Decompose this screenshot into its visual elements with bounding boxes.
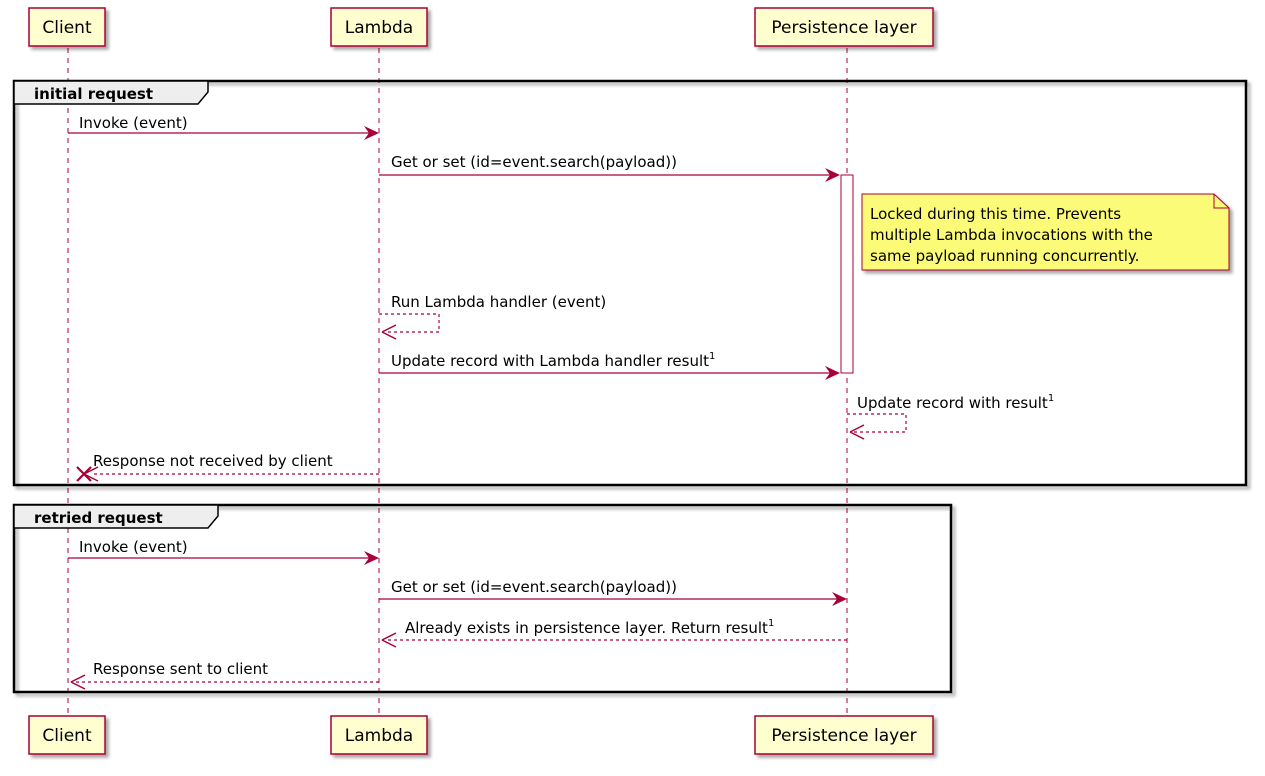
- message-run-handler: Run Lambda handler (event): [379, 293, 606, 340]
- group-frame: [12, 79, 1248, 487]
- lost-message-cross-icon: [76, 466, 92, 482]
- activation-bar: [840, 174, 854, 374]
- message-label: Update record with result1: [857, 393, 1054, 412]
- footnote-marker: 1: [1048, 393, 1054, 404]
- arrow-head: [364, 126, 379, 140]
- group-retried-request: retried request: [12, 503, 953, 694]
- group-label-tab: [13, 504, 219, 529]
- message-label: Response not received by client: [93, 452, 333, 470]
- arrow-head: [70, 674, 86, 690]
- arrow-head: [381, 324, 397, 340]
- group-label: initial request: [34, 85, 153, 103]
- footnote-marker: 1: [709, 351, 715, 362]
- message-label: Get or set (id=event.search(payload)): [391, 578, 677, 596]
- participant-label: Client: [42, 18, 92, 38]
- messages: Invoke (event) Get or set (id=event.sear…: [68, 114, 1054, 690]
- note-fold: [1213, 194, 1229, 209]
- participant-label: Persistence layer: [771, 18, 916, 38]
- participant-label: Client: [42, 726, 92, 746]
- arrow-head: [381, 632, 397, 648]
- message-update-self: Update record with result1: [847, 393, 1054, 440]
- participant-client: Client: [28, 7, 106, 47]
- note-shape: [861, 193, 1230, 271]
- message-text: Already exists in persistence layer. Ret…: [405, 619, 768, 637]
- note-line: multiple Lambda invocations with the: [870, 226, 1153, 244]
- participant-client: Client: [28, 715, 106, 755]
- group-initial-request: initial request: [12, 79, 1248, 487]
- message-text: Update record with result: [857, 394, 1048, 412]
- participant-persistence: Persistence layer: [754, 715, 934, 755]
- message-arrow: [847, 413, 907, 433]
- message-get-or-set: Get or set (id=event.search(payload)): [379, 153, 840, 182]
- participants-bottom: Client Lambda Persistence layer: [28, 715, 934, 755]
- message-label: Get or set (id=event.search(payload)): [391, 153, 677, 171]
- lock-note: Locked during this time. Prevents multip…: [861, 193, 1230, 271]
- group-label-tab: [13, 80, 209, 105]
- arrow-head: [364, 551, 379, 565]
- note-line: Locked during this time. Prevents: [870, 205, 1121, 223]
- group-frame: [12, 503, 953, 694]
- participant-label: Persistence layer: [771, 726, 916, 746]
- message-label: Run Lambda handler (event): [391, 293, 606, 311]
- participant-lambda: Lambda: [330, 7, 428, 47]
- message-label: Response sent to client: [93, 660, 268, 678]
- message-text: Update record with Lambda handler result: [391, 352, 709, 370]
- participants-top: Client Lambda Persistence layer: [28, 7, 934, 47]
- message-label: Invoke (event): [79, 114, 188, 132]
- arrow-head: [825, 366, 840, 380]
- arrow-head: [849, 424, 865, 440]
- participant-label: Lambda: [345, 18, 413, 38]
- participant-persistence: Persistence layer: [754, 7, 934, 47]
- note-line: same payload running concurrently.: [870, 247, 1139, 265]
- message-get-or-set-retry: Get or set (id=event.search(payload)): [379, 578, 847, 606]
- arrow-head: [825, 168, 840, 182]
- message-update-record: Update record with Lambda handler result…: [379, 351, 840, 380]
- group-label: retried request: [34, 509, 163, 527]
- message-invoke-retry: Invoke (event): [68, 538, 379, 565]
- lifelines: [67, 48, 848, 716]
- participant-lambda: Lambda: [330, 715, 428, 755]
- arrow-head: [832, 592, 847, 606]
- message-response-sent: Response sent to client: [70, 660, 379, 690]
- message-label: Invoke (event): [79, 538, 188, 556]
- participant-label: Lambda: [345, 726, 413, 746]
- footnote-marker: 1: [768, 618, 774, 629]
- message-arrow: [379, 313, 440, 333]
- message-label: Already exists in persistence layer. Ret…: [405, 618, 774, 637]
- message-already-exists: Already exists in persistence layer. Ret…: [381, 618, 847, 648]
- message-label: Update record with Lambda handler result…: [391, 351, 715, 370]
- message-invoke: Invoke (event): [68, 114, 379, 140]
- message-response-lost: Response not received by client: [76, 452, 379, 482]
